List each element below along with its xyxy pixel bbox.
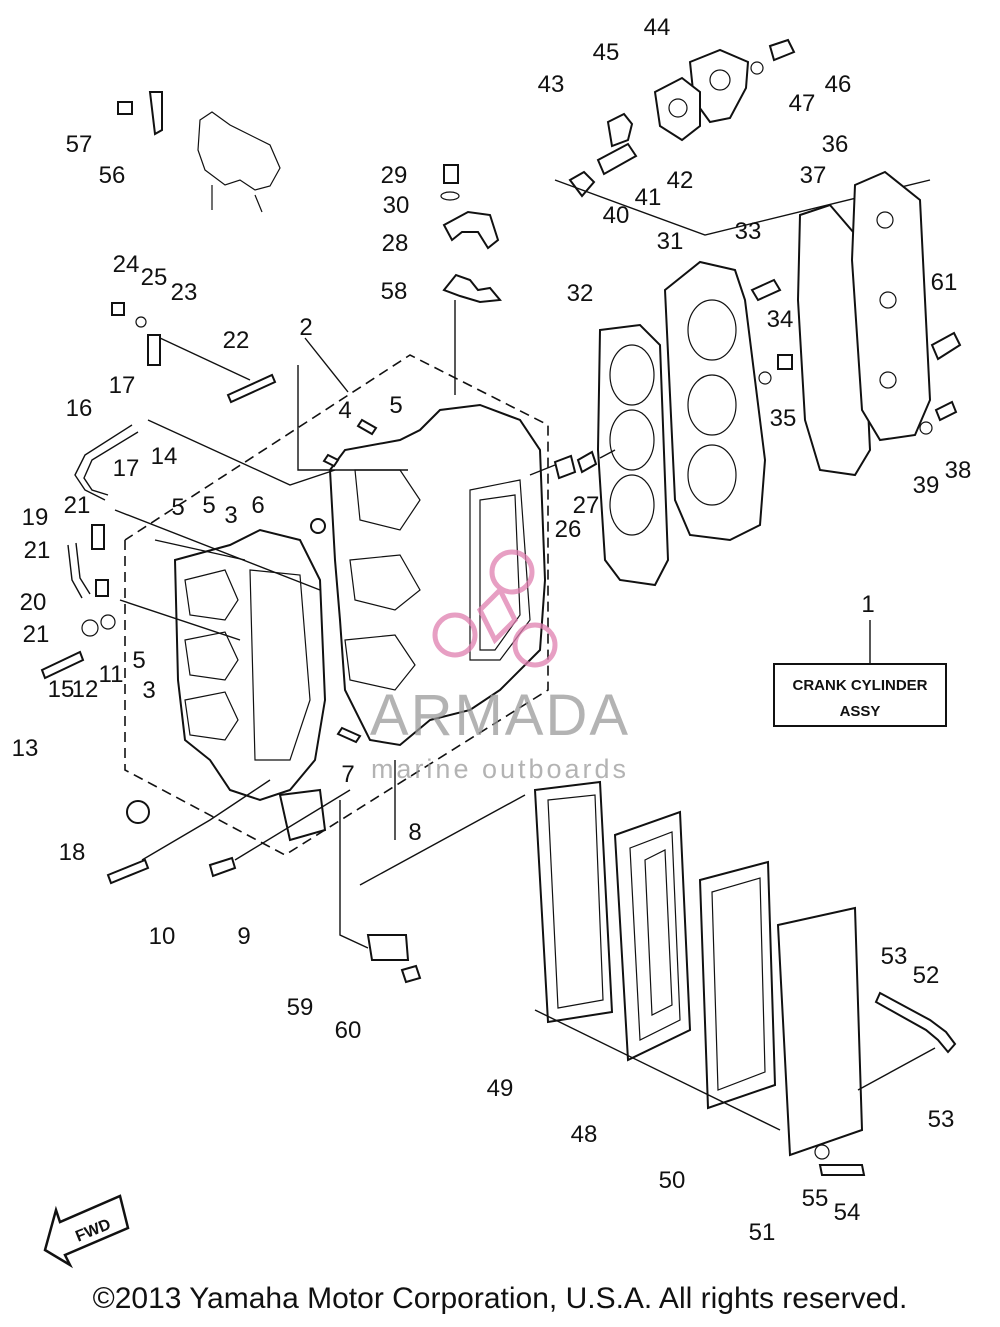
callout-51: 51 (749, 1219, 776, 1246)
callout-36: 36 (822, 131, 849, 158)
callout-25: 25 (141, 264, 168, 291)
cylinder-block-part (173, 528, 327, 842)
exhaust-inner-cover-part (613, 810, 692, 1062)
callout-45: 45 (593, 39, 620, 66)
watermark: ARMADA marine outboards (370, 549, 630, 784)
thermostat-cover-part (554, 38, 931, 236)
callout-15: 15 (48, 676, 75, 703)
callout-33: 33 (735, 218, 762, 245)
callout-43: 43 (538, 71, 565, 98)
fwd-arrow: FWD (43, 1194, 130, 1269)
callout-21: 21 (24, 537, 51, 564)
callout-12: 12 (72, 676, 99, 703)
callout-2: 2 (299, 314, 312, 341)
callout-32: 32 (567, 280, 594, 307)
callout-54: 54 (834, 1199, 861, 1226)
callout-57: 57 (66, 131, 93, 158)
bolt-parts (40, 278, 958, 1176)
callout-23: 23 (171, 279, 198, 306)
callout-1: 1 (861, 591, 874, 618)
assembly-outline (124, 354, 549, 856)
callout-31: 31 (657, 228, 684, 255)
cylinder-head-part (663, 260, 767, 542)
leader-lines (114, 337, 936, 1131)
callout-56: 56 (99, 162, 126, 189)
callout-27: 27 (573, 492, 600, 519)
callout-17: 17 (113, 455, 140, 482)
exhaust-gasket-outer-part (698, 860, 777, 1110)
callout-34: 34 (767, 306, 794, 333)
watermark-brand: ARMADA (370, 683, 630, 748)
callout-55: 55 (802, 1185, 829, 1212)
callout-13: 13 (12, 735, 39, 762)
callout-38: 38 (945, 457, 972, 484)
water-hose-part (874, 991, 957, 1054)
callout-49: 49 (487, 1075, 514, 1102)
callout-28: 28 (382, 230, 409, 257)
callout-29: 29 (381, 162, 408, 189)
callout-16: 16 (66, 395, 93, 422)
callout-3: 3 (142, 677, 155, 704)
callout-53: 53 (881, 943, 908, 970)
callout-35: 35 (770, 405, 797, 432)
callout-11: 11 (99, 661, 124, 688)
callout-53: 53 (928, 1106, 955, 1133)
callout-22: 22 (223, 327, 250, 354)
callout-18: 18 (59, 839, 86, 866)
callout-42: 42 (667, 167, 694, 194)
callout-47: 47 (789, 90, 816, 117)
callout-21: 21 (64, 492, 91, 519)
callout-46: 46 (825, 71, 852, 98)
callout-26: 26 (555, 516, 582, 543)
bracket-part (117, 91, 281, 213)
assembly-box-line2: ASSY (840, 703, 881, 720)
copyright-footer: ©2013 Yamaha Motor Corporation, U.S.A. A… (92, 1282, 908, 1315)
callout-37: 37 (800, 162, 827, 189)
callout-7: 7 (341, 761, 354, 788)
callout-21: 21 (23, 621, 50, 648)
callout-5: 5 (171, 494, 184, 521)
bracket-59-part (339, 800, 369, 949)
callout-4: 4 (338, 397, 351, 424)
crankcase-part (328, 403, 547, 747)
callout-61: 61 (931, 269, 958, 296)
callout-5: 5 (132, 647, 145, 674)
callout-40: 40 (603, 202, 630, 229)
exhaust-outer-cover-part (776, 906, 864, 1157)
assembly-box: CRANK CYLINDER ASSY (773, 663, 947, 727)
callout-52: 52 (913, 962, 940, 989)
callout-5: 5 (202, 492, 215, 519)
head-cover-part (796, 170, 962, 477)
callout-3: 3 (224, 502, 237, 529)
callout-20: 20 (20, 589, 47, 616)
callout-8: 8 (408, 819, 421, 846)
callout-6: 6 (251, 492, 264, 519)
callout-39: 39 (913, 472, 940, 499)
callout-58: 58 (381, 278, 408, 305)
watermark-tagline: marine outboards (371, 754, 629, 784)
callout-14: 14 (151, 443, 178, 470)
callout-59: 59 (287, 994, 314, 1021)
exhaust-gasket-part (533, 780, 614, 1024)
callout-24: 24 (113, 251, 140, 278)
callout-9: 9 (237, 923, 250, 950)
callout-17: 17 (109, 372, 136, 399)
callout-50: 50 (659, 1167, 686, 1194)
clamp-part (440, 164, 502, 395)
callout-5: 5 (389, 392, 402, 419)
callout-19: 19 (22, 504, 49, 531)
callout-44: 44 (644, 14, 671, 41)
head-gasket-part (596, 323, 670, 587)
callout-41: 41 (635, 184, 662, 211)
assembly-box-line1: CRANK CYLINDER (793, 677, 928, 694)
callout-10: 10 (149, 923, 176, 950)
callout-48: 48 (571, 1121, 598, 1148)
callout-30: 30 (383, 192, 410, 219)
watermark-logo (432, 549, 558, 668)
callout-60: 60 (335, 1017, 362, 1044)
hose-parts (67, 424, 139, 637)
